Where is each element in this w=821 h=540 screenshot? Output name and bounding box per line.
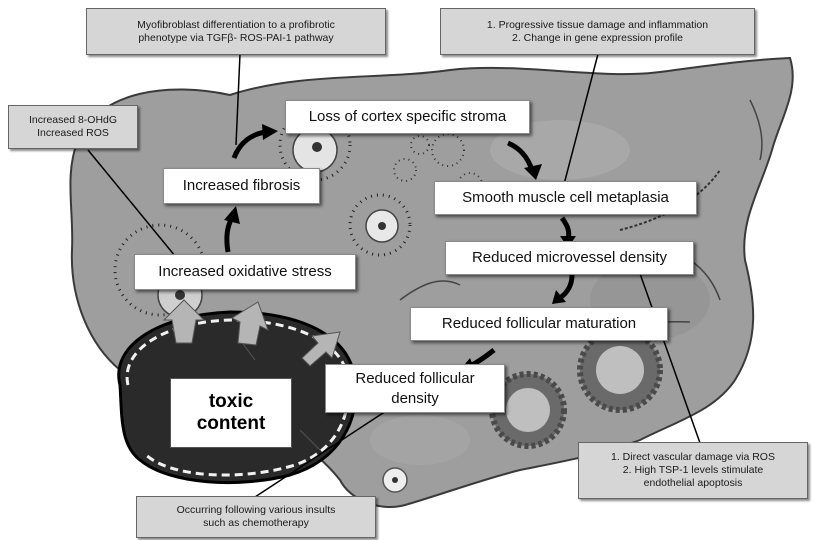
- note-line: Occurring following various insults: [177, 504, 336, 517]
- step-reduced-follicular-density: Reduced follicular density: [325, 364, 505, 413]
- toxic-line2: content: [197, 413, 266, 435]
- note-vascular: 1. Direct vascular damage via ROS 2. Hig…: [578, 442, 808, 499]
- note-line: such as chemotherapy: [203, 517, 309, 530]
- note-line: 1. Direct vascular damage via ROS: [611, 451, 775, 464]
- note-tissue-damage: 1. Progressive tissue damage and inflamm…: [440, 8, 755, 55]
- step-reduced-follicular-maturation: Reduced follicular maturation: [410, 307, 668, 341]
- note-line: 1. Progressive tissue damage and inflamm…: [487, 19, 708, 32]
- step-loss-of-cortex-stroma: Loss of cortex specific stroma: [285, 100, 530, 134]
- step-text: Loss of cortex specific stroma: [309, 107, 507, 127]
- step-reduced-microvessel-density: Reduced microvessel density: [445, 241, 694, 275]
- note-ohdg: Increased 8-OHdG Increased ROS: [8, 105, 138, 149]
- step-text: Reduced follicular maturation: [442, 314, 636, 334]
- step-text-line2: density: [391, 389, 439, 409]
- note-line: phenotype via TGFβ- ROS-PAI-1 pathway: [138, 32, 333, 45]
- note-line: Myofibroblast differentiation to a profi…: [137, 19, 335, 32]
- note-line: 2. Change in gene expression profile: [512, 32, 683, 45]
- note-line: 2. High TSP-1 levels stimulate: [623, 464, 763, 477]
- step-text: Increased oxidative stress: [158, 262, 331, 282]
- note-line: Increased 8-OHdG: [29, 114, 117, 127]
- step-increased-fibrosis: Increased fibrosis: [163, 168, 320, 204]
- note-insults: Occurring following various insults such…: [136, 496, 376, 538]
- step-smooth-muscle-metaplasia: Smooth muscle cell metaplasia: [434, 181, 697, 215]
- step-text-line1: Reduced follicular: [355, 369, 474, 389]
- step-text: Reduced microvessel density: [472, 248, 667, 268]
- step-increased-oxidative-stress: Increased oxidative stress: [134, 254, 356, 290]
- note-line: endothelial apoptosis: [644, 477, 743, 490]
- note-myofibroblast: Myofibroblast differentiation to a profi…: [86, 8, 386, 55]
- toxic-line1: toxic: [209, 391, 253, 413]
- step-text: Smooth muscle cell metaplasia: [462, 188, 669, 208]
- note-line: Increased ROS: [37, 127, 109, 140]
- toxic-content-label: toxic content: [170, 378, 292, 448]
- step-text: Increased fibrosis: [183, 176, 301, 196]
